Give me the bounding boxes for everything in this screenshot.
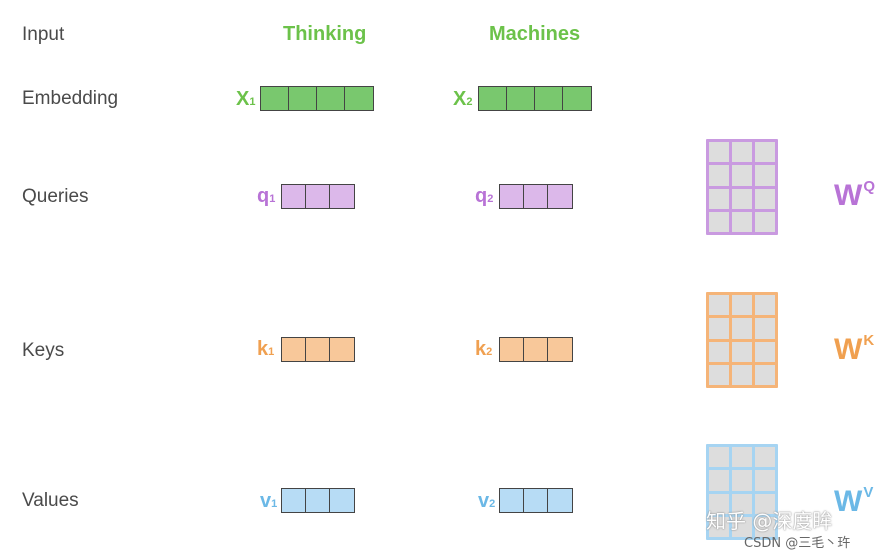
embedding-vector-x1: [260, 86, 374, 111]
row-label-embedding: Embedding: [22, 88, 119, 109]
row-label-values: Values: [22, 490, 79, 511]
embedding-symbol-x2: X2: [453, 88, 473, 110]
input-word-thinking: Thinking: [283, 23, 367, 45]
value-vector-v2: [499, 488, 573, 513]
key-symbol-k2: k2: [475, 338, 493, 360]
query-vector-q1: [281, 184, 355, 209]
value-symbol-v1: v1: [260, 490, 278, 512]
watermark-zhihu: 知乎 @深度眸: [706, 509, 833, 533]
row-label-input: Input: [22, 24, 65, 45]
row-label-keys: Keys: [22, 340, 65, 361]
query-symbol-q2: q2: [475, 185, 494, 207]
key-vector-k1: [281, 337, 355, 362]
weight-matrix-wv: [706, 444, 778, 540]
query-vector-q2: [499, 184, 573, 209]
row-label-queries: Queries: [22, 186, 89, 207]
weight-label-wk: WK: [834, 332, 875, 366]
value-symbol-v2: v2: [478, 490, 496, 512]
key-symbol-k1: k1: [257, 338, 275, 360]
value-vector-v1: [281, 488, 355, 513]
embedding-vector-x2: [478, 86, 592, 111]
weight-label-wq: WQ: [834, 178, 875, 212]
key-vector-k2: [499, 337, 573, 362]
weight-label-wv: WV: [834, 484, 874, 518]
query-symbol-q1: q1: [257, 185, 276, 207]
weight-matrix-wk: [706, 292, 778, 388]
weight-matrix-wq: [706, 139, 778, 235]
embedding-symbol-x1: X1: [236, 88, 256, 110]
watermark-csdn: CSDN @三毛丶玝: [744, 536, 851, 551]
input-word-machines: Machines: [489, 23, 581, 45]
